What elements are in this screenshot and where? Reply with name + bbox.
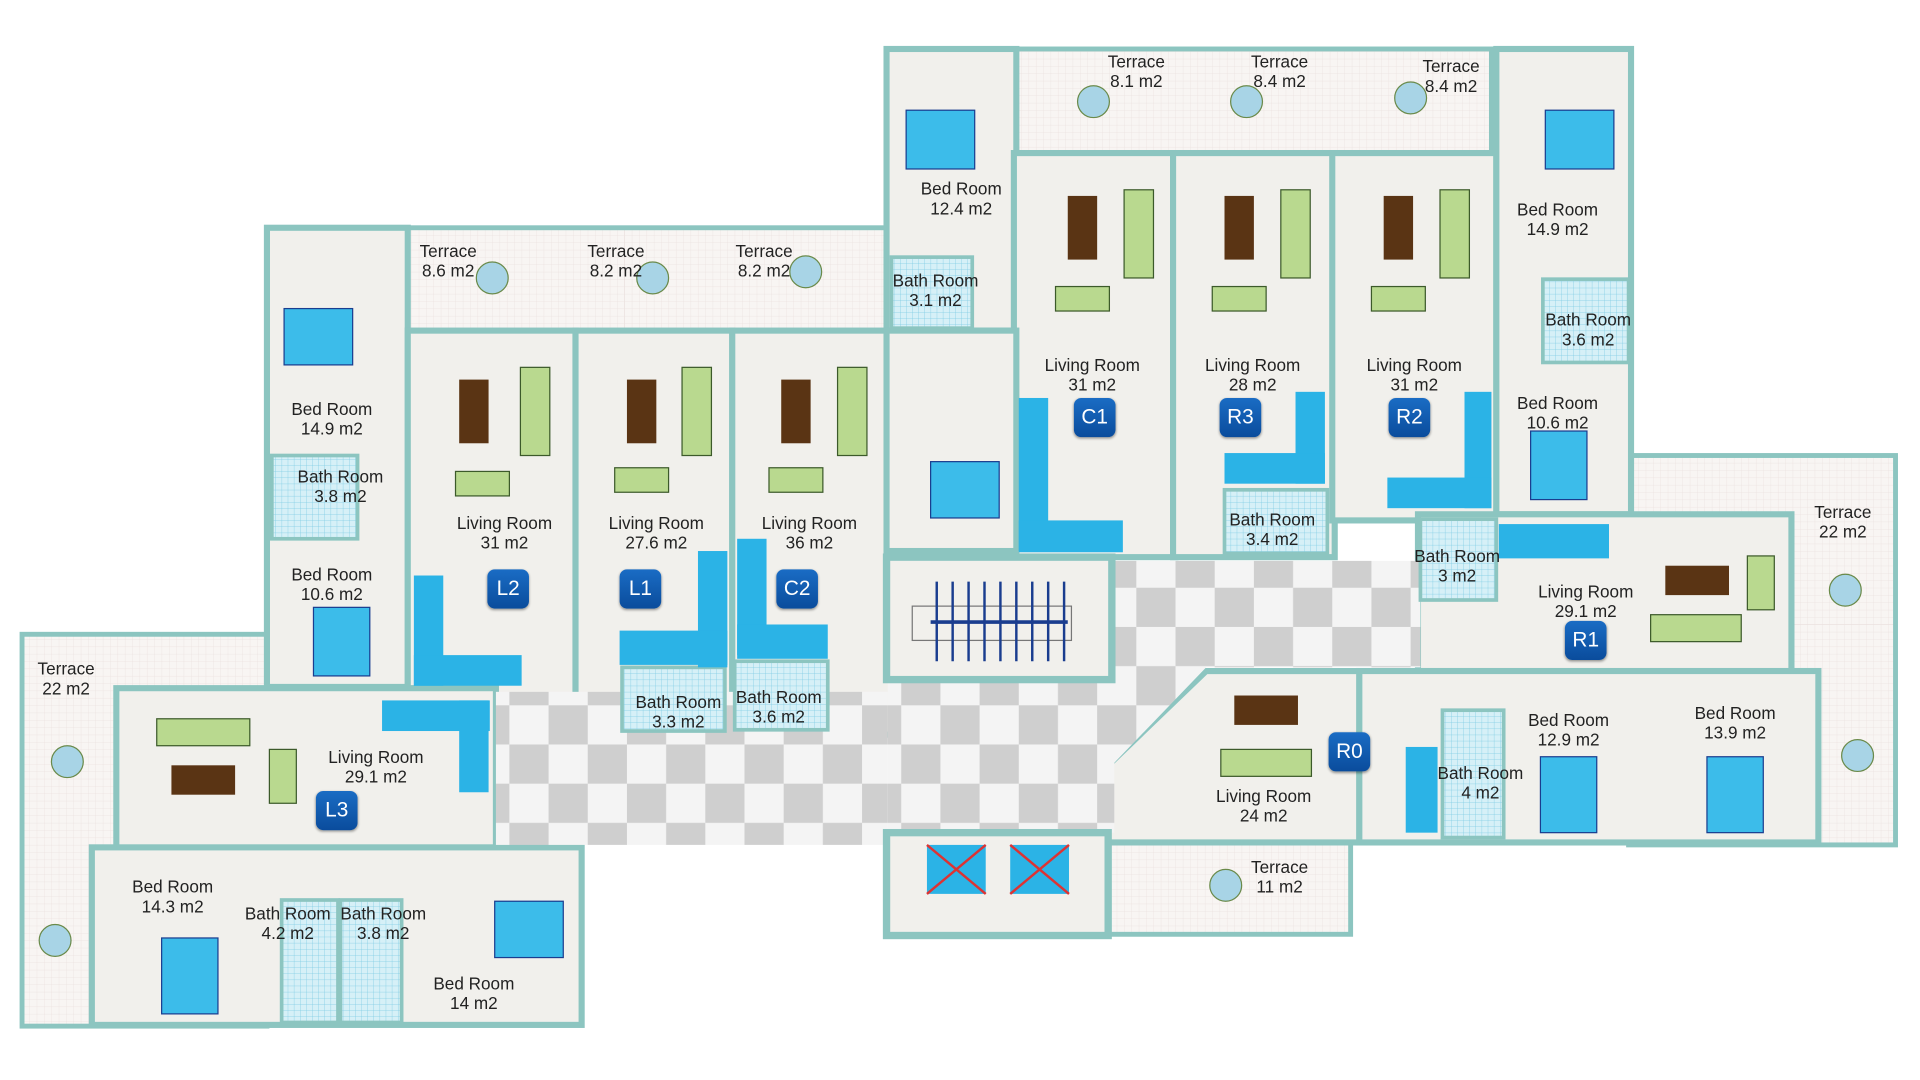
stairwell — [882, 553, 1116, 684]
unit-badge-r3: R3 — [1219, 397, 1262, 438]
bathrooms — [270, 255, 1631, 1025]
unit-badge-l1: L1 — [619, 569, 662, 609]
unit-badge-l3: L3 — [315, 791, 358, 831]
kitchens — [382, 391, 1609, 833]
unit-badge-c2: C2 — [776, 569, 818, 609]
elevators — [882, 828, 1112, 940]
unit-badge-c1: C1 — [1073, 397, 1116, 438]
sofas — [156, 189, 1775, 804]
beds — [161, 109, 1764, 1015]
terrace-tables — [38, 81, 1875, 957]
corridor — [495, 560, 1421, 845]
tables — [171, 195, 1729, 795]
unit-badge-r2: R2 — [1388, 397, 1431, 438]
unit-badge-r1: R1 — [1564, 620, 1607, 661]
unit-badge-l2: L2 — [487, 569, 529, 609]
unit-badge-r0: R0 — [1328, 732, 1371, 772]
